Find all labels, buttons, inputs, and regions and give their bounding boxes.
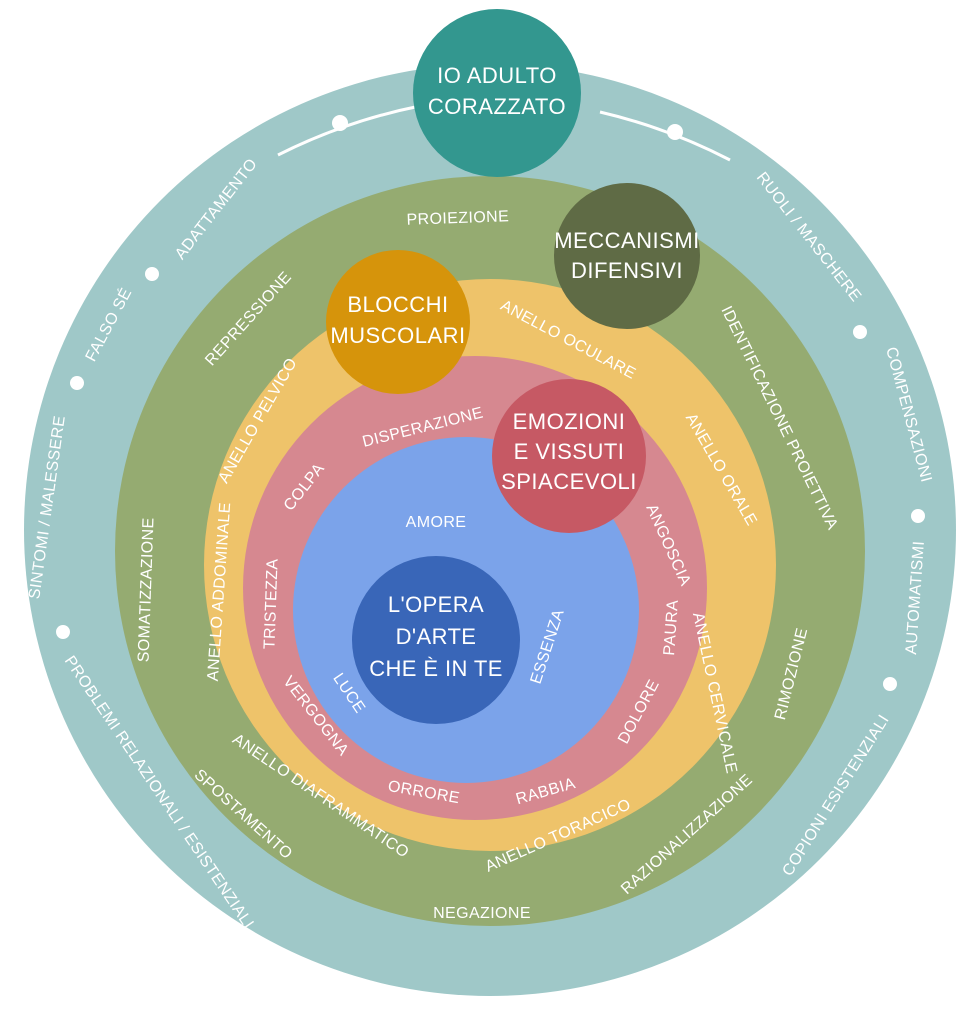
center-line-3: CHE È IN TE	[369, 656, 503, 681]
center-line-2: D'ARTE	[396, 624, 477, 649]
arc-dot-right	[667, 124, 683, 140]
center-line-1: L'OPERA	[388, 592, 484, 617]
bubble-blocchi-line-2: MUSCOLARI	[330, 323, 465, 348]
bubble-meccanismi-line-2: DIFENSIVI	[571, 258, 683, 283]
outer-dot	[883, 677, 897, 691]
label-tristezza: TRISTEZZA	[261, 558, 281, 649]
outer-dot	[70, 376, 84, 390]
label-somatizzazione: SOMATIZZAZIONE	[135, 517, 157, 662]
outer-dot	[853, 325, 867, 339]
label-negazione: NEGAZIONE	[433, 905, 531, 922]
outer-dot	[56, 625, 70, 639]
label-paura: PAURA	[661, 599, 682, 656]
bubble-blocchi-line-1: BLOCCHI	[347, 292, 448, 317]
bubble-emozioni-line-3: SPIACEVOLI	[501, 469, 637, 494]
bubble-meccanismi-circle	[554, 183, 700, 329]
bubble-blocchi: BLOCCHI MUSCOLARI	[326, 250, 470, 394]
outer-dot	[145, 267, 159, 281]
bubble-emozioni-line-2: E VISSUTI	[514, 439, 625, 464]
outer-dot	[911, 509, 925, 523]
label-proiezione: PROIEZIONE	[406, 208, 509, 229]
center-title: L'OPERA D'ARTE CHE È IN TE	[369, 592, 503, 681]
bubble-meccanismi-line-1: MECCANISMI	[554, 228, 700, 253]
label-amore: AMORE	[406, 514, 467, 531]
bubble-emozioni: EMOZIONI E VISSUTI SPIACEVOLI	[492, 379, 646, 533]
bubble-io-adulto: IO ADULTO CORAZZATO	[413, 9, 581, 177]
bubble-io-adulto-line-2: CORAZZATO	[428, 94, 566, 119]
center-circle	[352, 556, 520, 724]
bubble-blocchi-circle	[326, 250, 470, 394]
bubble-emozioni-circle	[492, 379, 646, 533]
bubble-emozioni-line-1: EMOZIONI	[513, 409, 626, 434]
bubble-io-adulto-line-1: IO ADULTO	[437, 63, 557, 88]
bubble-meccanismi: MECCANISMI DIFENSIVI	[554, 183, 700, 329]
arc-dot-left	[332, 115, 348, 131]
bubble-io-adulto-circle	[413, 9, 581, 177]
